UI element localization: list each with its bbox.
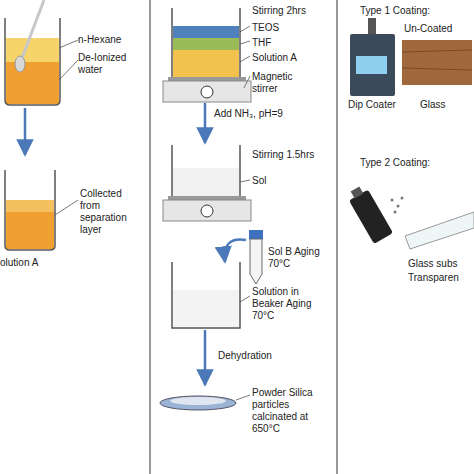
spoon-bowl: [15, 56, 25, 72]
aging-beaker: Solution in Beaker Aging 70°C: [165, 262, 245, 330]
leader-line: [59, 40, 78, 48]
spray-nozzle: [351, 187, 364, 199]
flow-arrow: [204, 103, 207, 143]
stirrer-knob: [201, 86, 213, 98]
sol-step: Stirring 1.5hrsSol: [165, 143, 335, 223]
leader-line: [55, 200, 78, 215]
solution-a-liquid: [6, 212, 54, 249]
tube-cap: [249, 230, 263, 239]
spray-dot: [391, 199, 394, 202]
leader-line: [244, 76, 250, 88]
aging-tube: Sol B Aging 70°C: [246, 224, 335, 284]
leader-line: [240, 26, 250, 32]
spray-can: [345, 184, 393, 244]
flow-arrow: [24, 108, 27, 155]
callout-label: De-Ionized water: [78, 52, 148, 76]
beaker-outline: [172, 145, 240, 197]
spoon-handle: [22, 0, 44, 58]
callout-label: Type 1 Coating:: [360, 5, 460, 17]
callout-label: Sol B Aging 70°C: [268, 246, 330, 270]
magnetic-stirrer: [163, 200, 251, 221]
callout-label: Sol: [252, 175, 312, 187]
stirrer-knob: [201, 205, 213, 217]
glass-sample: [402, 40, 472, 85]
leader-line: [240, 41, 250, 44]
aging-solution: [173, 290, 239, 327]
sample-grain: [402, 68, 472, 70]
thf-layer: [173, 38, 239, 50]
callout-label: Powder Silica particles calcinated at 65…: [252, 387, 332, 435]
sample-grain: [402, 50, 472, 52]
panel-border: [337, 0, 338, 474]
beaker-outline: [172, 262, 240, 328]
callout-label: Solution in Beaker Aging 70°C: [252, 286, 332, 322]
callout-label: olution A: [0, 257, 60, 269]
dip-coater-screen: [356, 56, 387, 74]
stirring-step: Stirring 2hrsTEOS THF Solution A Magnetic s…: [165, 3, 335, 103]
water-layer: [6, 62, 59, 104]
callout-label: Solution A: [252, 52, 322, 64]
callout-label: Magnetic stirrer: [252, 71, 304, 95]
callout-label: TEOS: [252, 22, 312, 34]
callout-label: Dip Coater: [348, 99, 408, 111]
panel-border: [150, 0, 151, 474]
calcined-powder: Powder Silica particles calcinated at 65…: [158, 385, 335, 447]
callout-label: Glass: [420, 99, 470, 111]
beaker-outline: [5, 170, 55, 250]
glass-substrate: [405, 212, 474, 249]
sol-liquid: [173, 168, 239, 196]
dip-coater-column: [368, 18, 376, 34]
leader-line: [240, 180, 250, 182]
spray-dot: [394, 211, 397, 214]
callout-label: Stirring 2hrs: [252, 5, 334, 17]
hexane-layer: [6, 38, 59, 62]
leader-line: [59, 60, 78, 80]
step-label: Dehydration: [218, 350, 288, 362]
callout-label: n-Hexane: [78, 34, 144, 46]
liquid-layer: [6, 200, 54, 212]
leader-line: [240, 56, 250, 62]
callout-label: Type 2 Coating:: [360, 157, 460, 169]
beaker-outline: [172, 8, 240, 78]
teos-layer: [173, 26, 239, 38]
callout-label: THF: [252, 37, 312, 49]
hotplate-top: [168, 196, 246, 200]
leader-line: [236, 395, 250, 400]
spray-dot: [397, 205, 400, 208]
flow-arrow: [204, 330, 207, 385]
flow-arrow: [225, 239, 246, 262]
leader-line: [240, 296, 250, 302]
callout-label: Stirring 1.5hrs: [252, 149, 334, 161]
spray-dot: [401, 197, 404, 200]
callout-label: Un-Coated: [404, 23, 470, 35]
callout-label: Transparen: [408, 272, 474, 284]
dip-coater: [350, 34, 395, 96]
solution-a-beaker: Collected from separation layer olution A: [0, 155, 148, 270]
callout-label: Collected from separation layer: [80, 188, 142, 236]
spray-coating: Type 2 Coating: Glass subsTransparen: [340, 155, 474, 285]
hotplate-top: [168, 77, 246, 81]
silica-powder: [170, 397, 226, 405]
callout-label: Glass subs: [408, 258, 474, 270]
separation-beaker: n-HexaneDe-Ionized water: [0, 0, 148, 108]
magnetic-stirrer: [163, 81, 251, 102]
centrifuge-tube: [250, 239, 262, 284]
step-label: Add NH₃, pH=9: [214, 108, 284, 120]
petri-dish: [160, 396, 236, 410]
solution-a-layer: [173, 50, 239, 77]
dip-coating: Type 1 Coating: Dip Coater Un-CoatedGlass: [340, 3, 474, 113]
